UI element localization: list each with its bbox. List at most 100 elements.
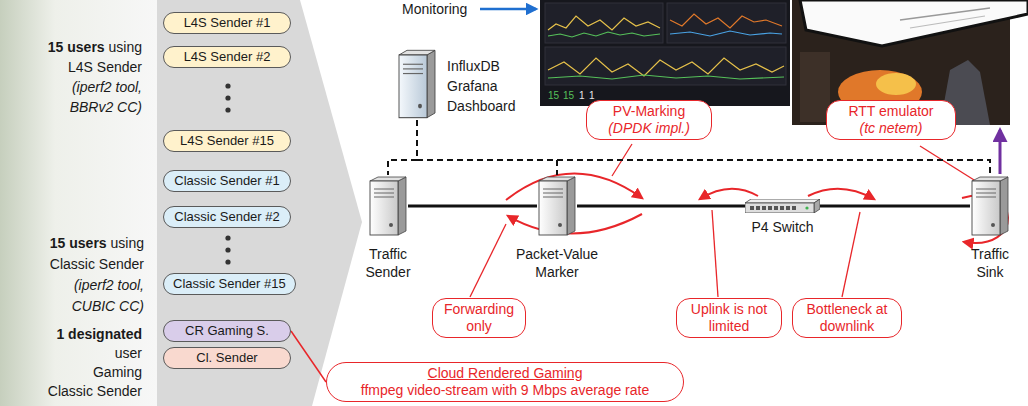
annotation-text: (iperf2 tool, CUBIC CC) <box>34 275 144 317</box>
server-side <box>398 177 406 235</box>
switch-led <box>805 206 808 209</box>
annotation-text: 1 designated <box>34 325 142 344</box>
downlink-arrow <box>808 189 874 199</box>
dashboard-panel <box>667 3 786 43</box>
callout-box: RTT emulator(tc netem) <box>826 100 956 140</box>
server-icon <box>368 175 408 237</box>
switch-port <box>786 206 790 210</box>
server-front <box>370 181 398 235</box>
switch-icon <box>745 199 820 213</box>
annotation-text: 15 <box>563 90 579 102</box>
sender-group-bracket <box>157 0 362 406</box>
callout-box: Uplink is not limited <box>676 298 782 338</box>
node-label: L4S Sender #15 <box>180 133 274 148</box>
label-group: 15 usersusing L4S Sender(iperf2 tool, BB… <box>34 37 142 117</box>
server-led <box>389 223 393 227</box>
switch-port <box>774 206 778 210</box>
server-front <box>539 181 567 235</box>
server-slot <box>374 193 394 194</box>
dashboard-screenshot <box>540 0 790 106</box>
server-slot <box>976 189 996 190</box>
node-caption: InfluxDB Grafana Dashboard <box>447 56 527 116</box>
node-label: CR Gaming S. <box>185 323 269 338</box>
ellipsis-dot <box>225 247 230 252</box>
server-slot <box>374 189 394 190</box>
dashboard-trace <box>548 16 660 30</box>
sender-pill: Classic Sender #15 <box>163 273 296 295</box>
node-caption: P4 Switch <box>741 218 825 236</box>
server-node: Packet-Value Marker <box>537 175 577 237</box>
annotation-text: 15 users <box>48 39 105 55</box>
callout-box: Bottleneck at downlink <box>792 298 902 338</box>
monitoring-arrow <box>480 8 536 11</box>
sender-pill: Cl. Sender <box>163 347 291 369</box>
ellipsis-dot <box>225 259 230 264</box>
callout-text: (DPDK impl.) <box>595 120 703 137</box>
callout-leader <box>712 210 718 297</box>
callout-text: (tc netem) <box>835 120 947 137</box>
callout-box: Cloud Rendered Gamingffmpeg video-stream… <box>326 362 684 402</box>
server-led <box>991 223 995 227</box>
server-top <box>399 50 435 55</box>
server-led <box>558 223 562 227</box>
server-slot <box>543 197 563 198</box>
node-label: Traffic Sender <box>357 245 419 281</box>
callout-box: PV-Marking(DPDK impl.) <box>586 100 712 140</box>
callout-leader <box>842 212 860 297</box>
server-slot <box>543 189 563 190</box>
node-caption: Traffic Sender <box>357 245 419 281</box>
annotation-text: 1 <box>579 90 589 102</box>
switch-node: P4 Switch <box>745 199 820 213</box>
node-label: L4S Sender #2 <box>184 49 271 64</box>
network-link <box>408 205 537 208</box>
dashboard-panel <box>545 47 786 85</box>
callout-text: Cloud Rendered Gaming <box>335 365 675 382</box>
monitoring-link <box>417 120 557 175</box>
callout-box: Forwarding only <box>432 298 526 338</box>
dashboard-trace <box>548 32 660 37</box>
dashboard-trace <box>670 14 782 28</box>
switch-port <box>768 206 772 210</box>
server-top <box>370 177 406 181</box>
server-node: Traffic Sender <box>368 175 408 237</box>
server-icon <box>537 175 577 237</box>
server-front <box>399 55 427 118</box>
server-node: InfluxDB Grafana Dashboard <box>397 48 437 120</box>
node-label: P4 Switch <box>741 218 825 236</box>
callout-text: PV-Marking <box>595 103 703 120</box>
callout-text: Bottleneck at downlink <box>801 301 893 335</box>
node-label: L4S Sender #1 <box>184 15 271 30</box>
annotation-text: user <box>34 344 142 363</box>
server-top <box>972 177 1008 181</box>
display-arrow <box>999 130 1002 174</box>
ellipsis-dot <box>225 83 230 88</box>
certificate-line <box>910 16 985 28</box>
node-label: Traffic Sink <box>962 245 1018 281</box>
server-slot <box>976 193 996 194</box>
label-group: Monitoring <box>402 1 492 18</box>
certificate-sheet <box>800 0 1028 46</box>
annotation-text: 15 users <box>50 235 107 251</box>
annotation-text: (iperf2 tool, BBRv2 CC) <box>34 77 142 117</box>
annotation-text: 15 <box>548 90 564 102</box>
server-top <box>539 177 575 181</box>
dashboard-trace <box>670 31 782 36</box>
server-slot <box>403 68 423 69</box>
server-slot <box>543 193 563 194</box>
sender-pill: Classic Sender #2 <box>163 206 291 228</box>
annotation-text: Gaming Classic Sender <box>46 363 142 401</box>
switch-port <box>780 206 784 210</box>
switch-port <box>762 206 766 210</box>
network-link <box>820 205 970 208</box>
server-icon <box>397 48 437 120</box>
dashboard-ground <box>540 0 790 106</box>
server-slot <box>403 73 423 74</box>
node-label: Packet-Value Marker <box>508 245 606 281</box>
label-group: 1 designateduserGaming Classic Sender <box>34 325 142 401</box>
sender-pill: L4S Sender #1 <box>163 12 291 34</box>
server-icon <box>970 175 1010 237</box>
left-panel-ground <box>0 0 157 406</box>
server-led <box>418 104 422 109</box>
switch-side <box>814 199 820 213</box>
